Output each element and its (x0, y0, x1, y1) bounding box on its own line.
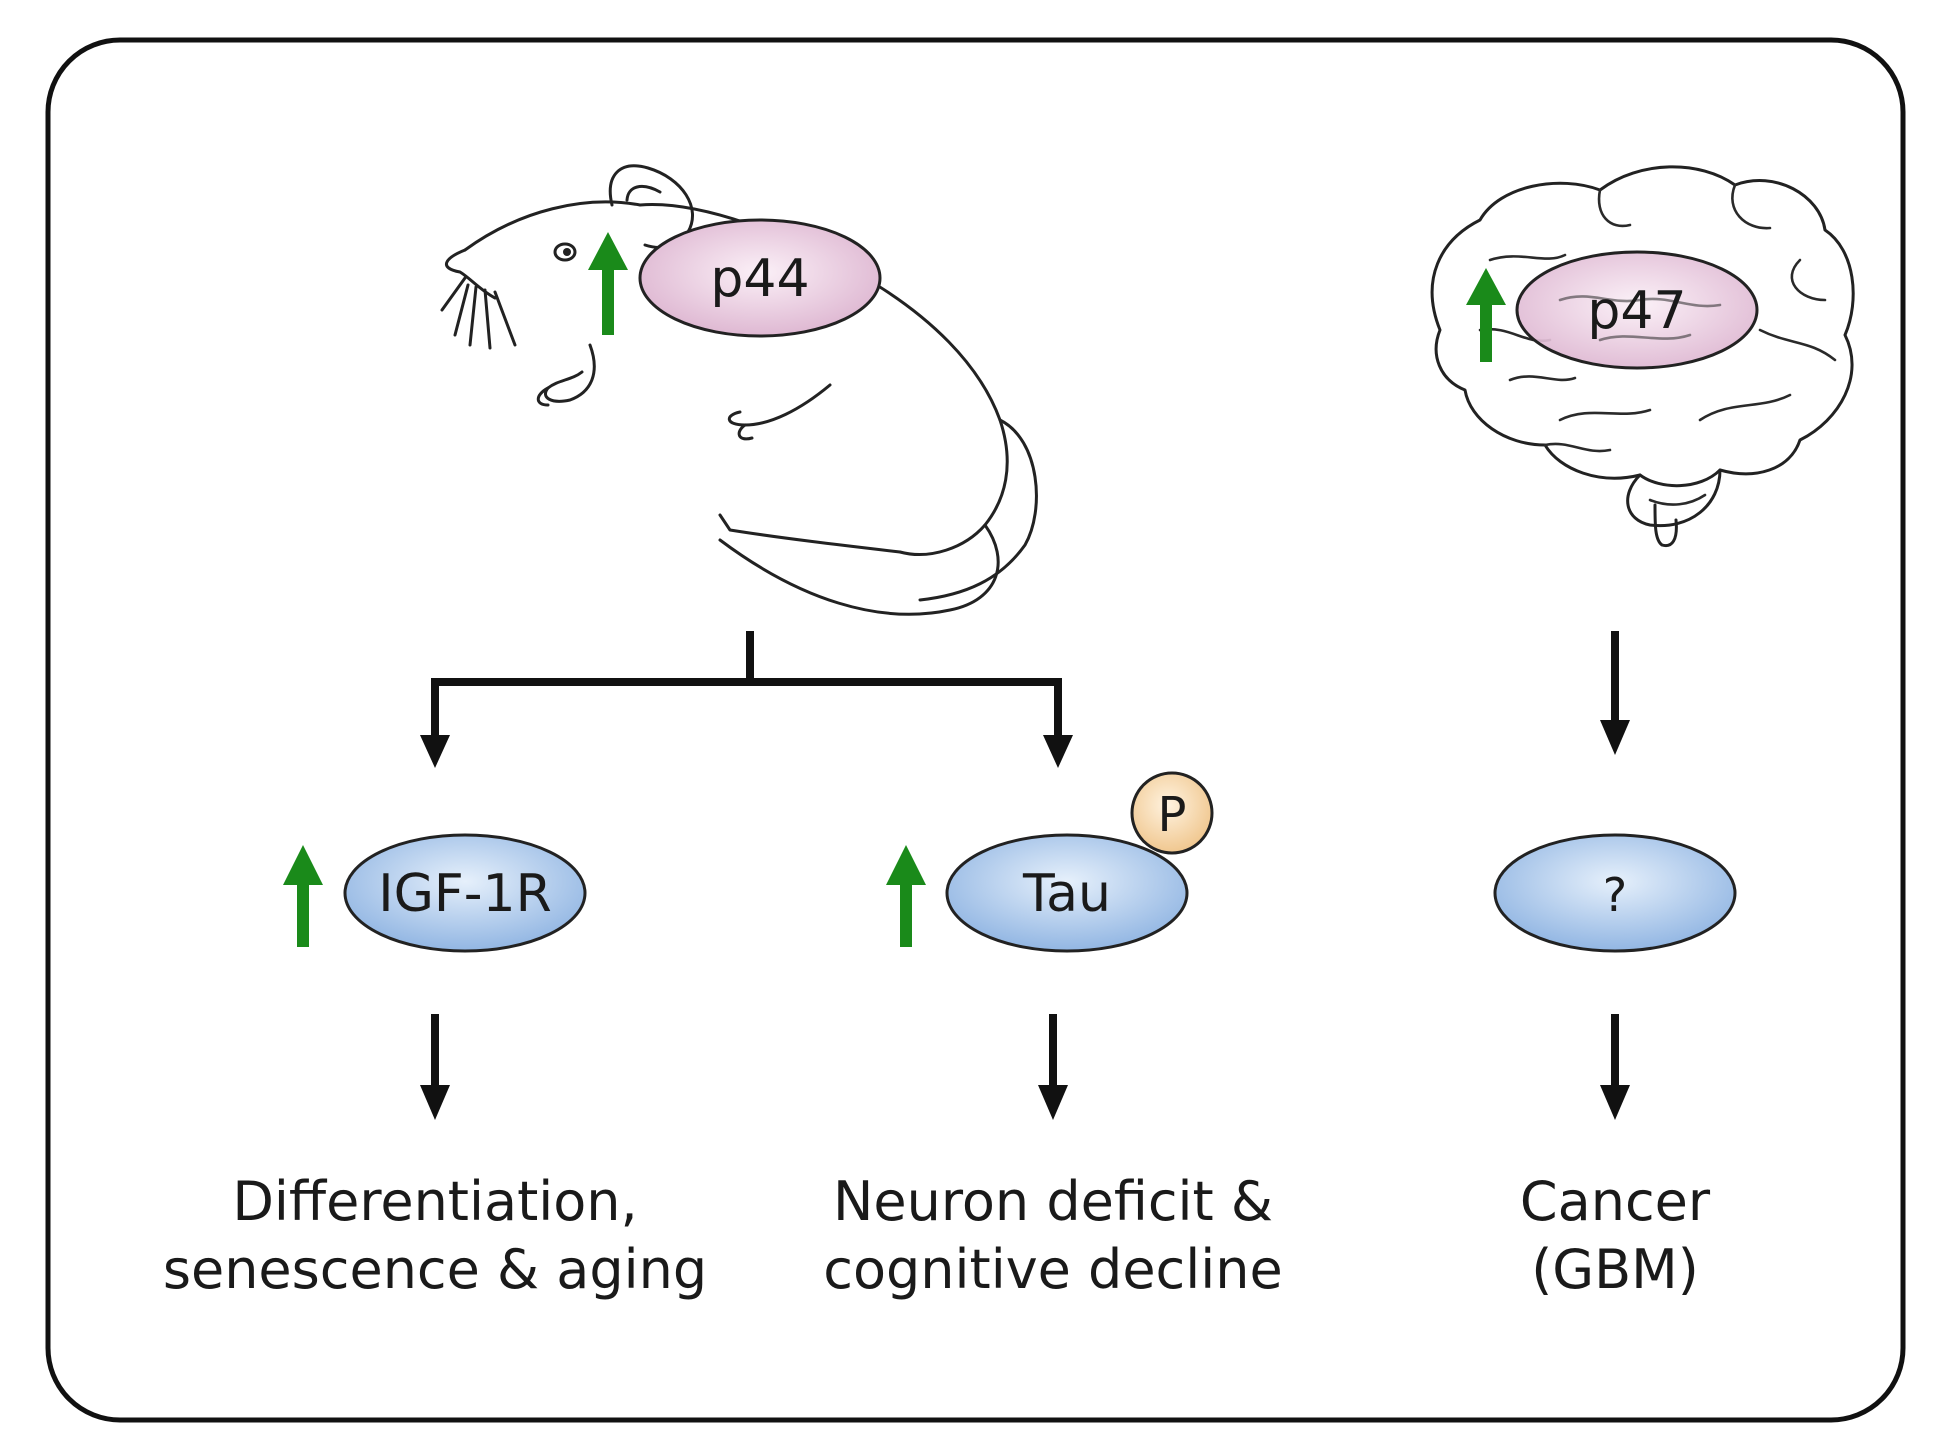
tau-down-arrow-icon (1038, 1014, 1068, 1120)
outcome-right-line2: (GBM) (1531, 1238, 1699, 1301)
outcome-middle: Neuron deficit & cognitive decline (823, 1170, 1282, 1301)
p44-up-arrow-icon (588, 232, 628, 335)
igf1r-up-arrow-icon (283, 845, 323, 947)
outcome-left: Differentiation, senescence & aging (163, 1170, 707, 1301)
igf1r-label: IGF-1R (378, 864, 552, 924)
igf1r-node: IGF-1R (343, 833, 587, 953)
igf1r-down-arrow-icon (420, 1014, 450, 1120)
tau-node: Tau (945, 833, 1189, 953)
p44-node: p44 (638, 218, 882, 338)
mouse-illustration (440, 164, 1038, 616)
tau-label: Tau (1022, 864, 1111, 924)
outcome-right: Cancer (GBM) (1520, 1170, 1711, 1301)
mouse-branch-connector (420, 631, 1073, 768)
p47-label: p47 (1587, 281, 1686, 341)
outcome-right-line1: Cancer (1520, 1170, 1711, 1233)
outcome-left-line1: Differentiation, (232, 1170, 637, 1233)
unknown-target-node: ? (1493, 833, 1737, 953)
brain-down-arrow-icon (1600, 631, 1630, 755)
p44-label: p44 (710, 249, 809, 309)
outcome-middle-line2: cognitive decline (823, 1238, 1282, 1301)
brain-illustration (1430, 165, 1855, 548)
p47-node: p47 (1515, 250, 1759, 370)
unknown-target-label: ? (1603, 868, 1627, 922)
tau-up-arrow-icon (886, 845, 926, 947)
p47-up-arrow-icon (1466, 268, 1506, 362)
outcome-left-line2: senescence & aging (163, 1238, 707, 1301)
phosphate-badge: P (1130, 771, 1214, 855)
diagram-frame (45, 37, 1906, 1423)
unknown-down-arrow-icon (1600, 1014, 1630, 1120)
phosphate-label: P (1158, 787, 1187, 843)
outcome-middle-line1: Neuron deficit & (833, 1170, 1273, 1233)
